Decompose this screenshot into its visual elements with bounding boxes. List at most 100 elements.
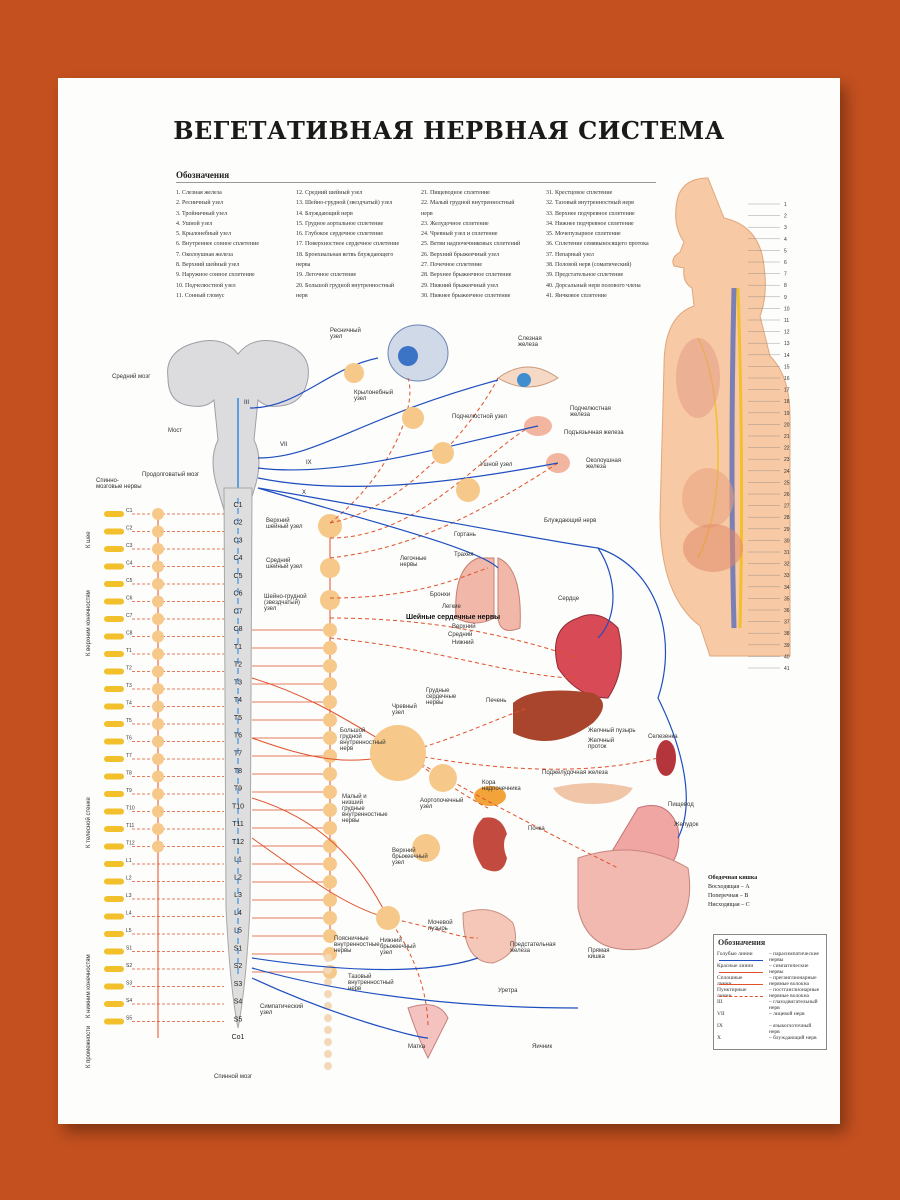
label-pelvic-splanchnic: Тазовый внутренностный нерв bbox=[348, 974, 394, 992]
label-lumbar-splanchnic: Поясничные внутренностные нервы bbox=[334, 936, 380, 954]
body-number: 5 bbox=[784, 248, 787, 254]
body-number: 32 bbox=[784, 562, 790, 568]
body-number: 23 bbox=[784, 457, 790, 463]
chain-ganglion bbox=[323, 803, 337, 817]
body-number: 15 bbox=[784, 364, 790, 370]
spinal-nerve-marker bbox=[104, 791, 124, 797]
legend-entry: 23. Желудочное сплетение bbox=[421, 220, 489, 227]
body-number: 1 bbox=[784, 202, 787, 208]
lungs-illustration bbox=[455, 557, 521, 631]
body-number: 28 bbox=[784, 515, 790, 521]
sacral-ganglion bbox=[324, 990, 332, 998]
body-number: 31 bbox=[784, 550, 790, 556]
label-prostate: Предстательная железа bbox=[510, 942, 556, 954]
sacral-ganglion bbox=[324, 1062, 332, 1070]
legend-entry: нерв bbox=[296, 292, 308, 299]
label-upper: Верхний bbox=[452, 624, 476, 630]
poster: ВЕГЕТАТИВНАЯ НЕРВНАЯ СИСТЕМА Обозначения… bbox=[58, 78, 840, 1124]
parasympathetic-paths bbox=[249, 357, 687, 1039]
sacral-ganglion bbox=[324, 1050, 332, 1058]
spinal-nerve-marker bbox=[104, 598, 124, 605]
label-pancreas: Поджелудочная железа bbox=[542, 770, 608, 776]
body-number: 27 bbox=[784, 504, 790, 510]
chain-ganglion bbox=[323, 713, 337, 727]
eye-illustration bbox=[387, 324, 449, 382]
spinal-nerve-marker bbox=[104, 721, 124, 727]
spinal-nerve-marker bbox=[104, 511, 124, 517]
label-gallbladder: Желчный пузырь bbox=[588, 728, 636, 734]
label-spinal-nerves: Спинно-мозговые нервы bbox=[96, 478, 142, 490]
legend-entry: 37. Непарный узел bbox=[546, 251, 594, 258]
line-legend-key: X bbox=[717, 1035, 721, 1041]
spinal-nerve-marker bbox=[104, 808, 124, 815]
side-label-head: К шее bbox=[86, 531, 92, 548]
spinal-segment-label: T2 bbox=[234, 662, 242, 669]
body-number: 22 bbox=[784, 446, 790, 452]
body-number: 7 bbox=[784, 272, 787, 278]
legend-entry: 16. Глубокое сердечное сплетение bbox=[296, 231, 384, 238]
intestines-illustration bbox=[577, 849, 691, 951]
line-legend-row: Красные линии– симпатические нервы bbox=[717, 963, 823, 975]
line-legend-row: X– блуждающий нерв bbox=[717, 1035, 823, 1047]
chain-ganglion bbox=[323, 821, 337, 835]
label-spleen: Селезенка bbox=[648, 734, 678, 740]
chain-ganglion bbox=[323, 839, 337, 853]
line-legend-key: IX bbox=[717, 1023, 723, 1029]
spinal-segment-label: T6 bbox=[234, 733, 242, 740]
chain-ganglion bbox=[323, 875, 337, 889]
cn-vii: VII bbox=[280, 442, 288, 448]
chain-ganglion bbox=[323, 731, 337, 745]
label-sublingual: Подъязычная железа bbox=[564, 430, 624, 436]
label-kidney: Почка bbox=[528, 826, 545, 832]
body-number: 36 bbox=[784, 608, 790, 614]
legend-entry: 3. Тройничный узел bbox=[176, 210, 228, 217]
legend-entry: нерва bbox=[296, 262, 311, 269]
spinal-segment-label: T4 bbox=[234, 697, 242, 704]
spinal-root-label: L5 bbox=[126, 928, 132, 934]
chain-ganglion bbox=[323, 893, 337, 907]
spinal-segment-label: C5 bbox=[234, 573, 243, 580]
spinal-nerve-marker bbox=[104, 966, 124, 972]
line-legend-key: Сплошные линии bbox=[717, 975, 743, 987]
line-legend-row: Пунктирные линии– постганглионарные нерв… bbox=[717, 987, 823, 999]
label-vagus: Блуждающий нерв bbox=[544, 518, 597, 524]
spinal-segment-label: S1 bbox=[234, 945, 243, 952]
spinal-segment-label: T3 bbox=[234, 679, 242, 686]
spinal-nerve-marker bbox=[104, 563, 124, 570]
body-number: 14 bbox=[784, 353, 790, 359]
spinal-nerve-marker bbox=[104, 528, 124, 535]
colon-heading: Ободочная кишка bbox=[708, 875, 758, 881]
legend-entry: 7. Околоушная железа bbox=[176, 251, 233, 258]
root-ganglion bbox=[152, 683, 164, 695]
spinal-root-label: C1 bbox=[126, 508, 133, 514]
cervical-ganglion bbox=[320, 558, 340, 578]
spinal-segment-label: S2 bbox=[234, 963, 243, 970]
root-ganglion bbox=[152, 665, 164, 678]
spinal-segment-label: Co1 bbox=[232, 1034, 245, 1041]
spinal-root-label: C7 bbox=[126, 613, 133, 619]
adrenal-illustration bbox=[474, 786, 506, 806]
body-number: 38 bbox=[784, 631, 790, 637]
otic-ganglion bbox=[456, 478, 480, 502]
spinal-nerve-marker bbox=[104, 651, 124, 657]
root-ganglion bbox=[152, 840, 164, 853]
spinal-nerve-marker bbox=[104, 546, 124, 552]
aorticorenal-ganglion bbox=[429, 764, 457, 792]
legend-entry: 31. Крестцовое сплетение bbox=[546, 190, 613, 196]
body-number: 16 bbox=[784, 376, 790, 382]
body-number: 34 bbox=[784, 585, 790, 591]
spinal-segment-label: T5 bbox=[234, 715, 242, 722]
label-midbrain: Средний мозг bbox=[112, 374, 151, 380]
body-number: 29 bbox=[784, 527, 790, 533]
body-figure: 1234567891011121314151617181920212223242… bbox=[659, 177, 791, 672]
side-label-lower-limb: К нижним конечностям bbox=[86, 954, 92, 1018]
root-ganglion bbox=[152, 595, 164, 608]
spinal-root-label: L2 bbox=[126, 876, 132, 882]
body-number: 26 bbox=[784, 492, 790, 498]
line-legend-heading: Обозначения bbox=[718, 938, 766, 947]
kidney-illustration bbox=[473, 817, 507, 872]
label-rectum: Прямая кишка bbox=[588, 948, 610, 960]
spinal-root-label: S2 bbox=[126, 963, 132, 969]
